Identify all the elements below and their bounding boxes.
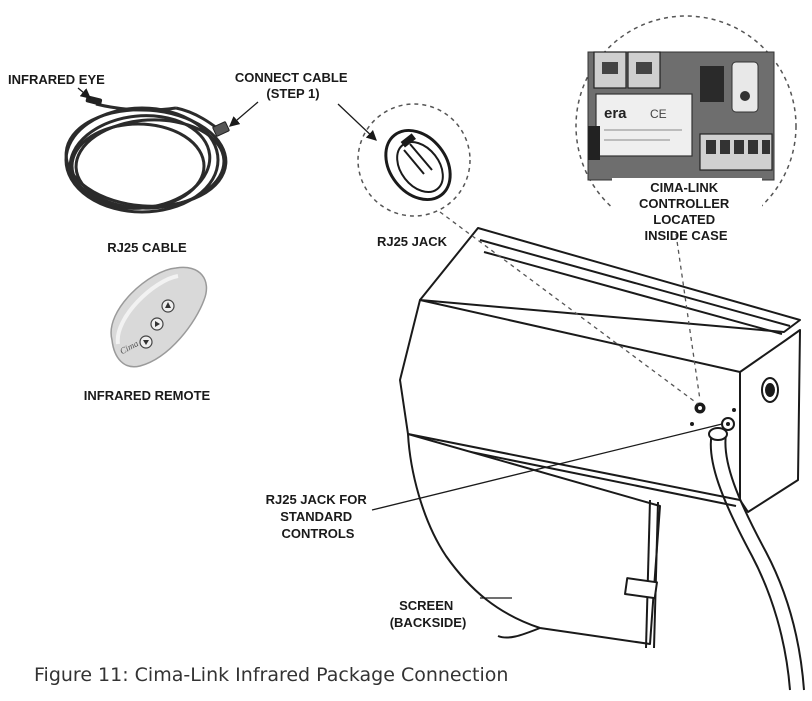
connect-cable-label: CONNECT CABLE (STEP 1) (235, 70, 351, 101)
controller-line-3: LOCATED (653, 212, 715, 227)
screen-label: SCREEN (BACKSIDE) (390, 598, 467, 630)
rj25-jack-standard-line-3: CONTROLS (282, 526, 355, 541)
controller-line-1: CIMA-LINK (650, 180, 718, 195)
infrared-remote-label: INFRARED REMOTE (84, 388, 211, 403)
power-cord (709, 431, 805, 691)
rj25-jack-label: RJ25 JACK (377, 234, 448, 249)
leader-lines (77, 87, 723, 599)
rj25-jack-standard-line-2: STANDARD (280, 509, 352, 524)
connect-cable-line-2: (STEP 1) (266, 86, 319, 101)
controller-board-callout: era CE (575, 15, 797, 244)
case-end-cap (739, 329, 801, 513)
connect-cable-line-1: CONNECT CABLE (235, 70, 348, 85)
screen-case (399, 227, 801, 649)
dashed-callout-lines (439, 211, 701, 405)
screen-line-2: (BACKSIDE) (390, 615, 467, 630)
screen-fabric (407, 433, 661, 645)
controller-line-4: INSIDE CASE (644, 228, 727, 243)
rj25-jack-standard-line-1: RJ25 JACK FOR (266, 492, 368, 507)
relay (595, 93, 693, 157)
rj25-jack-standard-label: RJ25 JACK FOR STANDARD CONTROLS (266, 492, 371, 541)
controller-label: CIMA-LINK CONTROLLER LOCATED INSIDE CASE (639, 180, 733, 243)
rj25-jack-callout (357, 103, 471, 217)
rj25-cable-label: RJ25 CABLE (107, 240, 187, 255)
infrared-eye-label: INFRARED EYE (8, 72, 105, 87)
rj25-cable-photo (64, 95, 230, 214)
relay-brand: era (604, 105, 627, 122)
infrared-remote-photo: Cima (110, 266, 208, 368)
screen-line-1: SCREEN (399, 598, 453, 613)
controller-line-2: CONTROLLER (639, 196, 730, 211)
relay-mark: CE (650, 107, 667, 121)
figure-caption: Figure 11: Cima-Link Infrared Package Co… (34, 664, 509, 686)
rj25-plug (212, 121, 230, 137)
